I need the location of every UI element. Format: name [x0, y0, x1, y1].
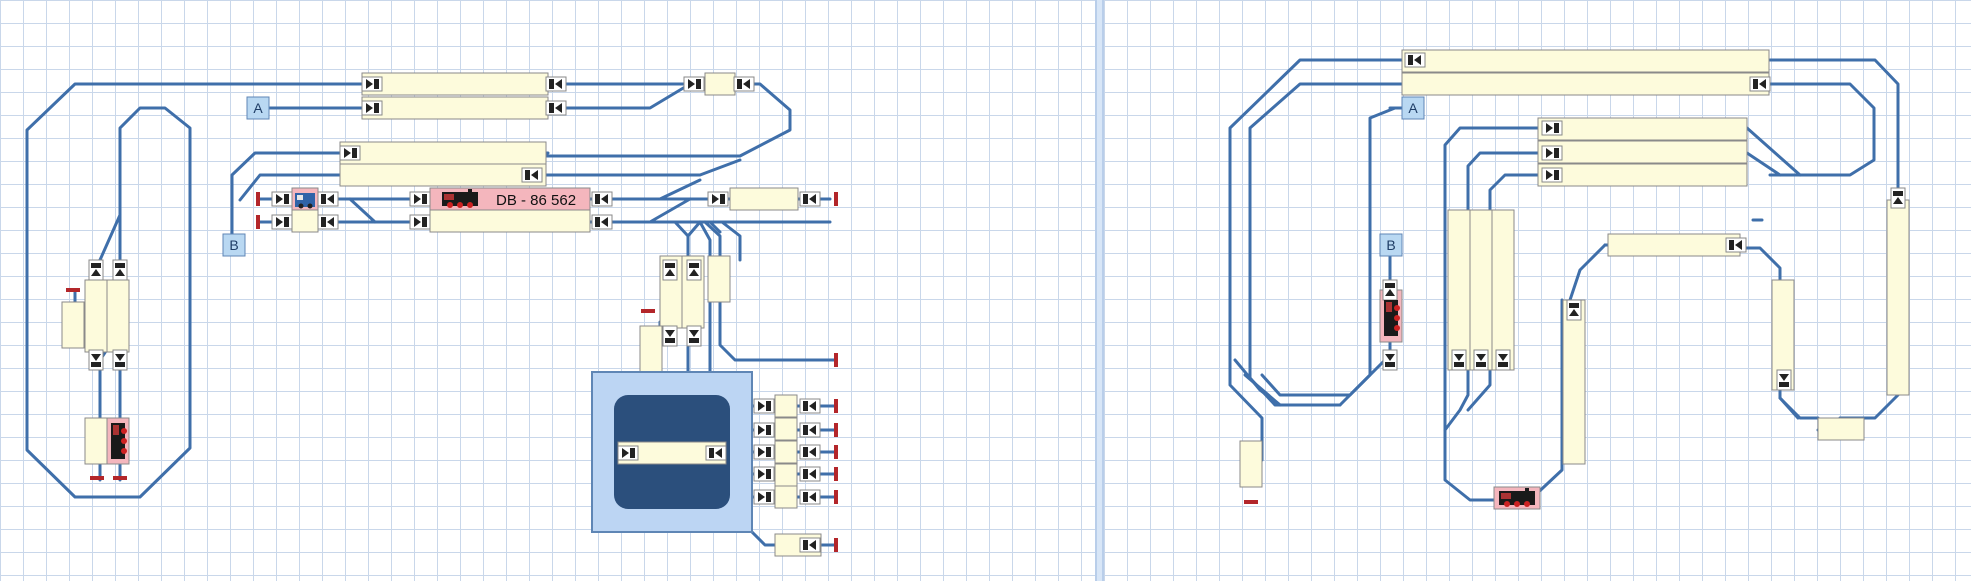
turntable[interactable] — [591, 371, 753, 533]
svg-text:A: A — [1408, 100, 1418, 116]
svg-text:A: A — [253, 100, 263, 116]
left-label-b[interactable]: B — [222, 233, 246, 257]
right-panel-blocks[interactable] — [1239, 49, 1910, 510]
panel-splitter[interactable] — [1095, 0, 1104, 581]
svg-text:B: B — [229, 237, 238, 253]
right-panel-tracks[interactable] — [1228, 58, 1900, 502]
svg-text:B: B — [1386, 237, 1395, 253]
right-label-a[interactable]: A — [1401, 96, 1425, 120]
left-panel-blocks[interactable] — [61, 72, 822, 557]
left-label-a[interactable]: A — [246, 96, 270, 120]
left-panel-locomotives[interactable] — [111, 189, 478, 459]
locomotive-name-label: DB - 86 562 — [496, 192, 576, 209]
right-label-b[interactable]: B — [1379, 233, 1403, 257]
left-panel-bumpers — [66, 192, 838, 552]
